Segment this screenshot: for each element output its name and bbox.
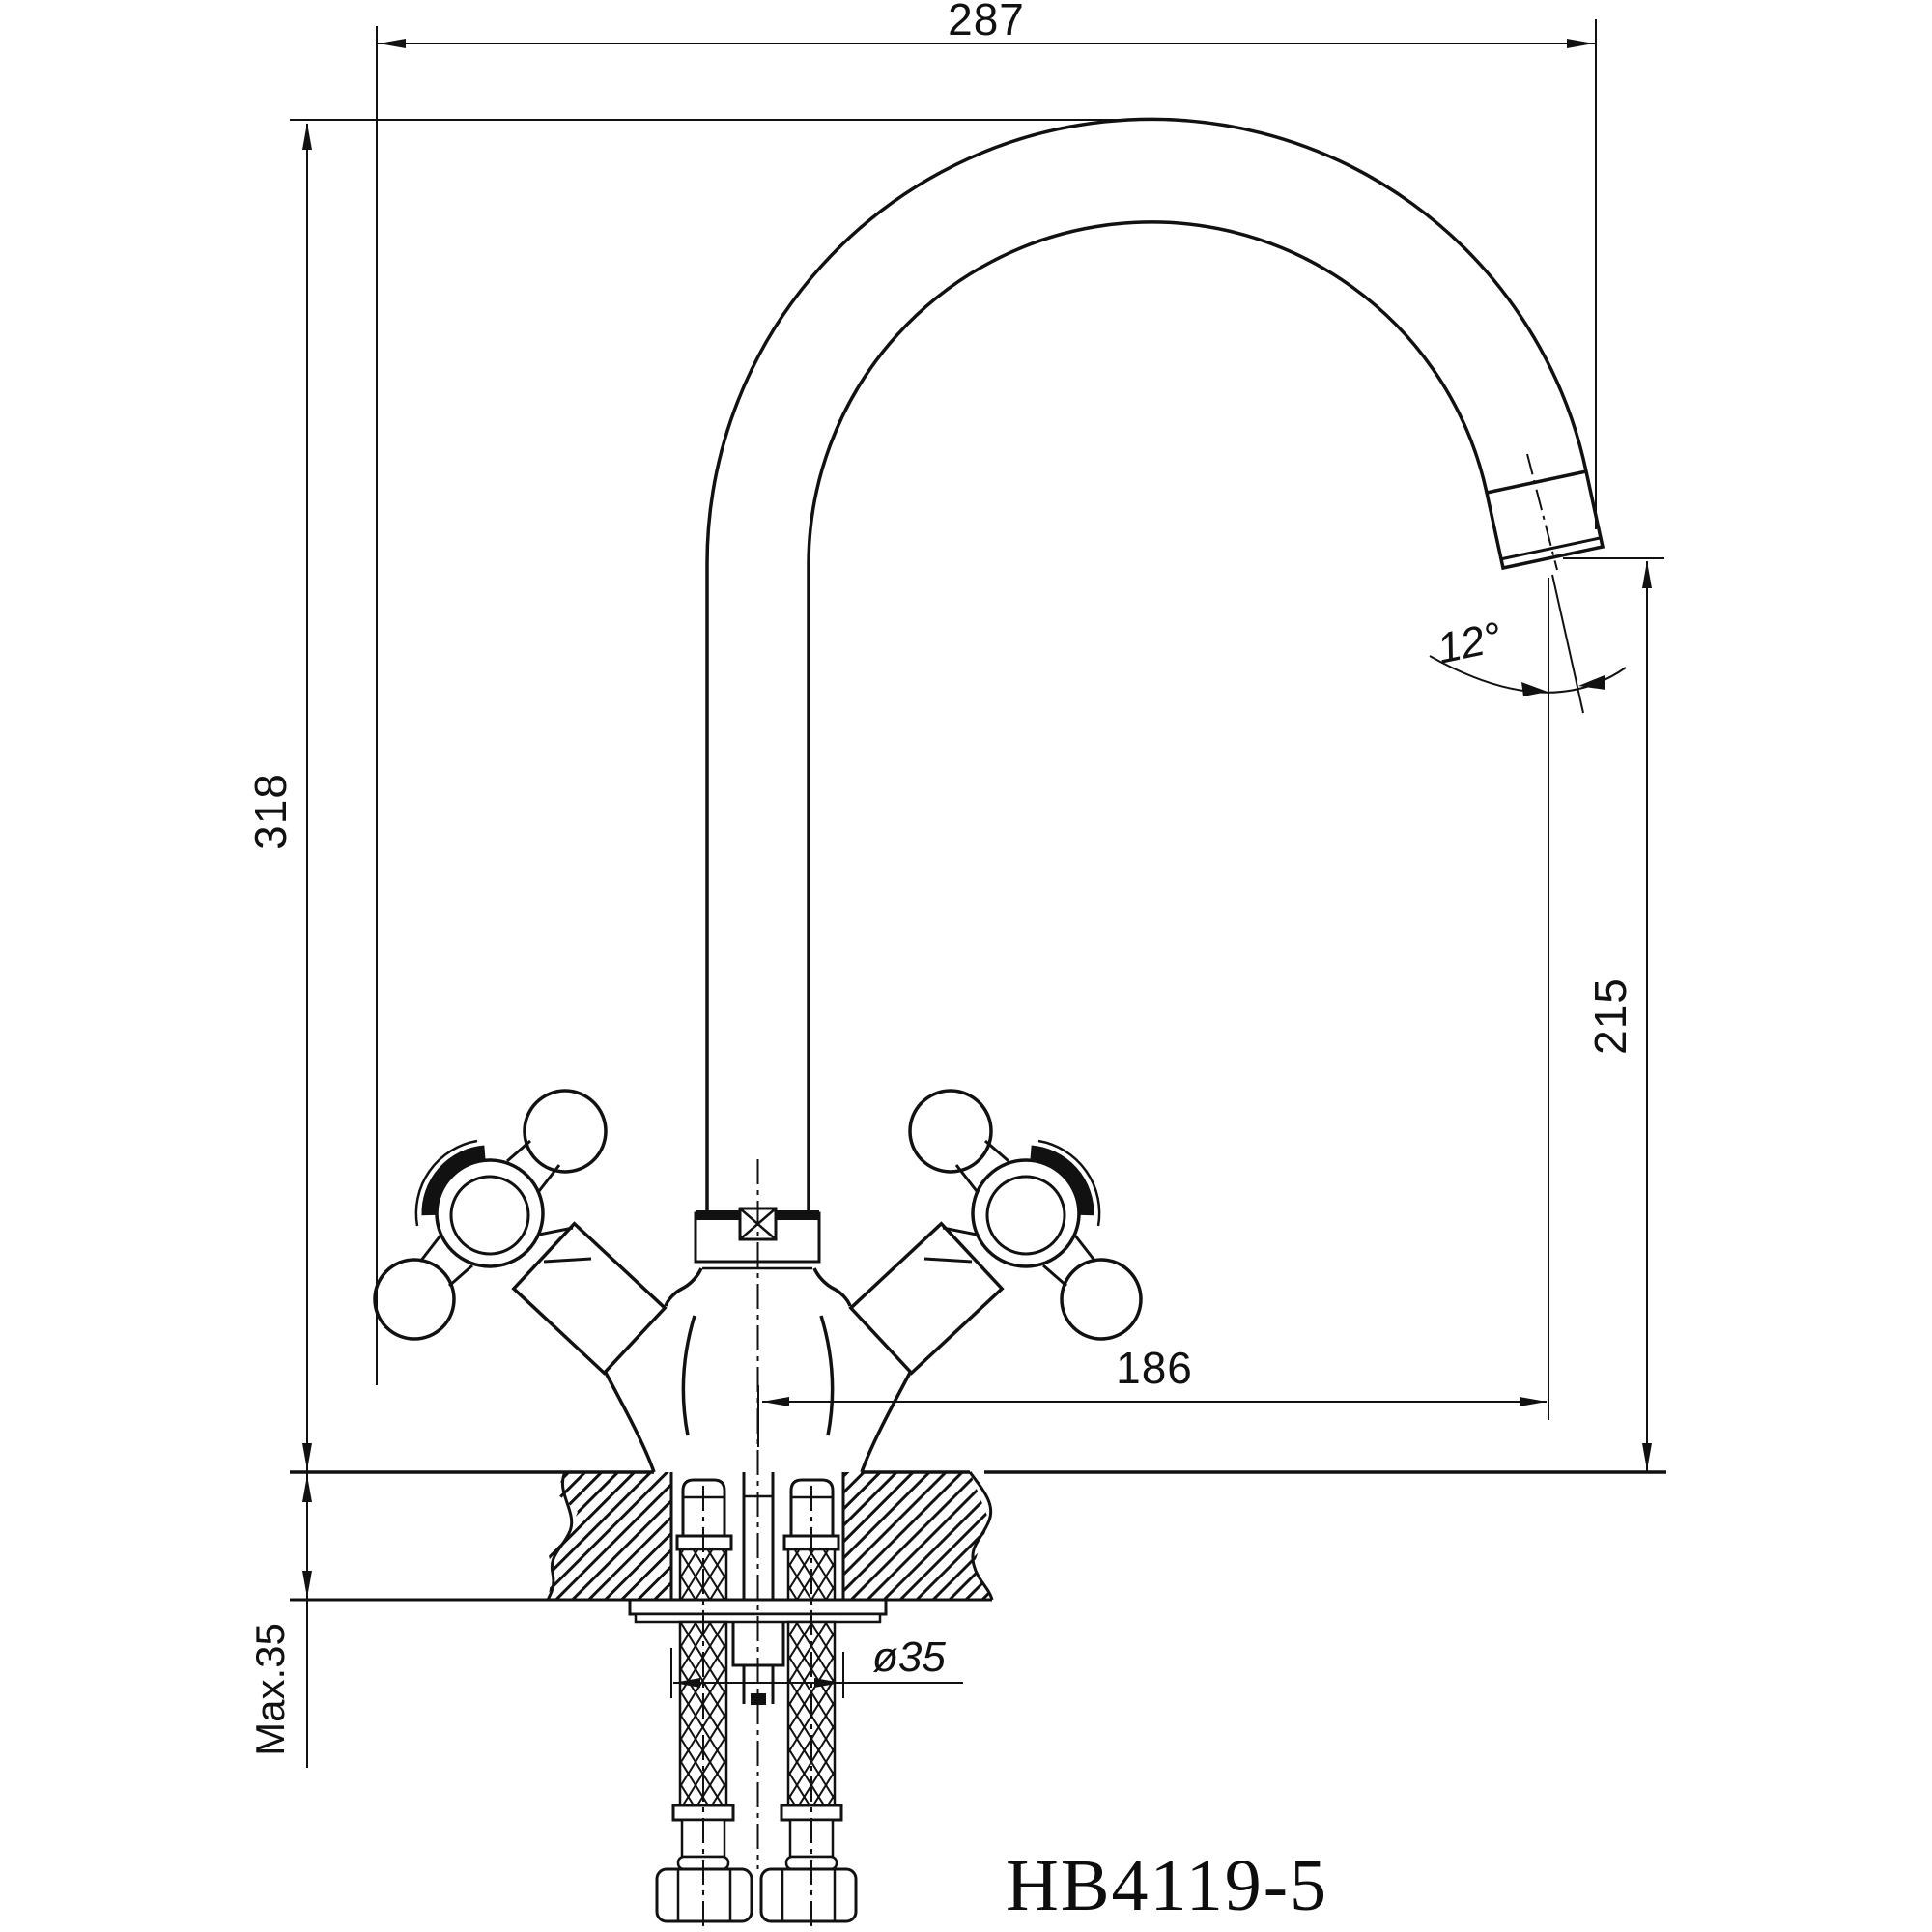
- body-shoulder-left: [664, 1267, 703, 1307]
- arrowhead: [762, 1397, 789, 1406]
- right-handle-lobe-se: [1060, 1258, 1143, 1341]
- dimension-annotations: 287 318 Max.35 215: [245, 0, 1664, 1768]
- right-handle-ring-inner: [985, 1175, 1066, 1256]
- spout: [705, 117, 1605, 1217]
- dim-overall-height-label: 318: [245, 773, 296, 850]
- spout-mouth-rim: [1499, 536, 1601, 561]
- dim-outlet-height-label: 215: [1585, 978, 1635, 1055]
- left-handle: [373, 1089, 668, 1376]
- hose-nut: [759, 1867, 858, 1923]
- spout-tip-centerline: [1526, 453, 1558, 571]
- left-handle-knurl-crescent: [421, 1145, 487, 1216]
- arrowhead: [302, 123, 312, 150]
- body-shoulder-right: [812, 1267, 852, 1307]
- arrowhead: [379, 39, 406, 48]
- arrowhead: [673, 1678, 700, 1688]
- arrowhead: [1521, 682, 1548, 696]
- counter-hatch-left: [548, 1472, 671, 1600]
- dim-overall-height: 318: [245, 119, 1151, 1768]
- arrowhead: [814, 1678, 841, 1688]
- dim-overall-width: 287: [376, 0, 1597, 1385]
- centerlines: [702, 1159, 812, 1927]
- right-handle: [848, 1089, 1143, 1376]
- dim-counter-thickness-label: Max.35: [247, 1623, 293, 1756]
- arrowhead: [1520, 1397, 1547, 1406]
- counter-hatch-right: [843, 1472, 992, 1600]
- counter-break-right: [968, 1471, 994, 1601]
- dim-outlet-angle: 12°: [1429, 574, 1627, 714]
- spout-tip-joint: [1486, 469, 1587, 495]
- dim-outlet-height: 215: [1563, 557, 1664, 1471]
- dim-overall-width-label: 287: [948, 0, 1025, 44]
- dim-spout-reach: 186: [757, 578, 1549, 1447]
- dim-outlet-angle-label: 12°: [1433, 613, 1505, 673]
- spout-tube: [705, 117, 1605, 1217]
- left-handle-far-lobe-edge: [414, 1139, 478, 1227]
- left-handle-lobe-ne: [523, 1089, 608, 1174]
- dim-counter-thickness: Max.35: [247, 1475, 312, 1756]
- arrowhead: [1642, 561, 1652, 588]
- left-handle-lobe-sw: [373, 1258, 456, 1341]
- body-waist-arc-left: [681, 1315, 696, 1436]
- left-handle-ring-inner: [449, 1175, 530, 1256]
- countertop-section: [290, 1470, 1666, 1602]
- body-outline-right: [860, 1372, 912, 1473]
- body-outline-left: [604, 1372, 656, 1473]
- arrowhead: [1567, 39, 1594, 48]
- arrowhead: [1578, 675, 1605, 690]
- counter-break-left: [546, 1471, 574, 1601]
- arrowhead: [302, 1571, 312, 1598]
- dim-hole-diameter-label: ø35: [872, 1634, 946, 1681]
- right-handle-knurl-crescent: [1029, 1145, 1094, 1216]
- arrowhead: [302, 1443, 312, 1470]
- arrowhead: [1642, 1443, 1652, 1470]
- dim-spout-reach-label: 186: [1116, 1343, 1193, 1393]
- model-number: HB4119-5: [1006, 1845, 1328, 1926]
- dim-hole-diameter: ø35: [670, 1634, 963, 1698]
- arrowhead: [302, 1475, 312, 1502]
- right-handle-lobe-nw: [908, 1089, 993, 1174]
- right-handle-far-lobe-edge: [1037, 1139, 1101, 1227]
- body-waist-arc-right: [819, 1315, 835, 1436]
